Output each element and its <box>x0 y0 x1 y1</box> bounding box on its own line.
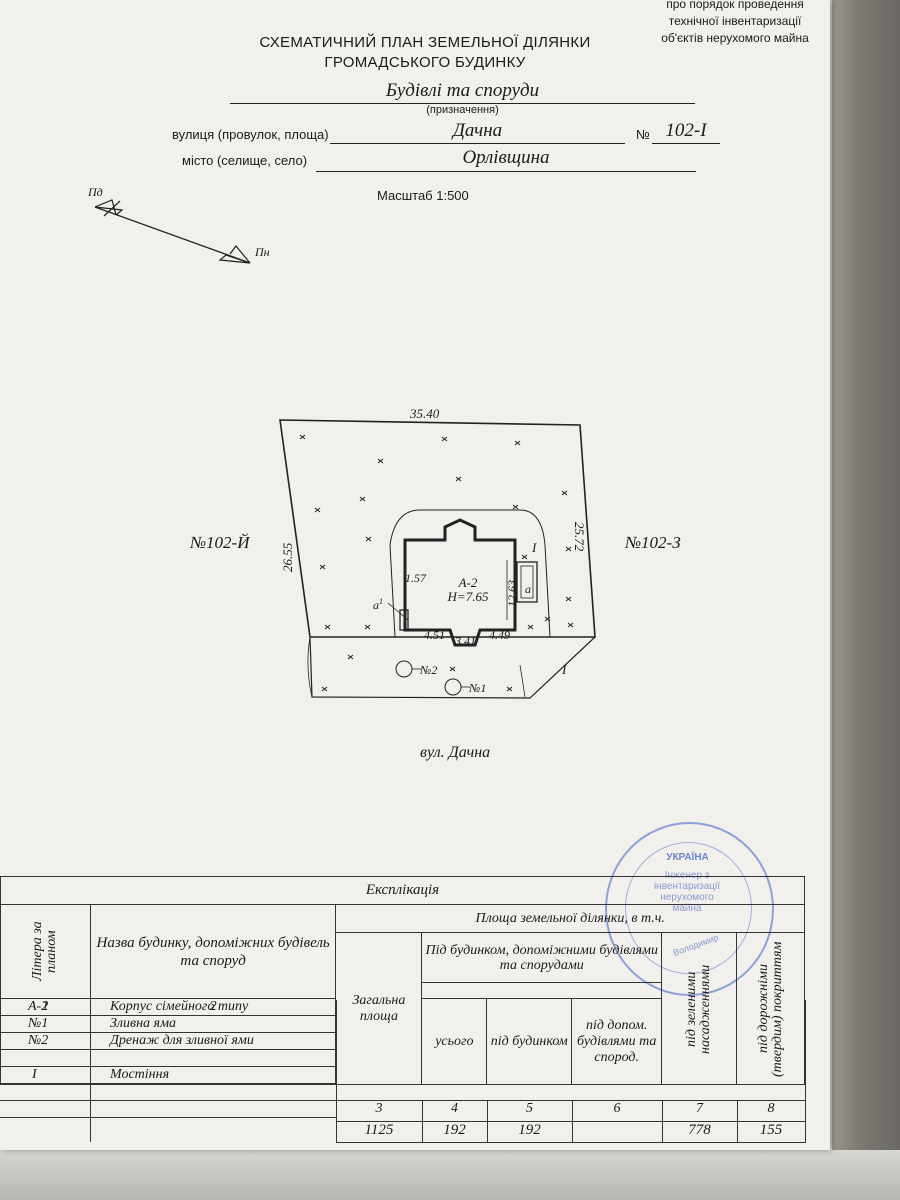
purpose-value: Будівлі та споруди <box>385 80 540 101</box>
street-caption: вул. Дачна <box>420 744 491 761</box>
right-neighbor: №102-З <box>625 533 681 552</box>
col-name-header: Назва будинку, допоміжних будівель та сп… <box>89 904 337 999</box>
col-road-header: під дорожніми (твердим) покриттям <box>736 932 805 1085</box>
document-page: про порядок проведення технічної інвента… <box>0 0 830 1150</box>
table-bottom-border <box>336 1142 806 1143</box>
table-row <box>0 1050 336 1067</box>
site-plan <box>279 419 596 699</box>
total-road: 155 <box>759 1122 783 1138</box>
background-bottom <box>0 1150 900 1200</box>
col-green-header: під зеленими насадженнями <box>661 932 738 1085</box>
dim-341: 3.41 <box>455 634 476 648</box>
col-num-5: 5 <box>526 1101 533 1116</box>
label-I-top: І <box>532 540 537 555</box>
compass-arrow-icon <box>94 199 251 264</box>
dim-top: 35.40 <box>410 406 440 421</box>
col-num-2: 2 <box>89 998 337 1085</box>
row-name: Зливна яма <box>110 1016 177 1031</box>
street-number: 102-І <box>665 120 707 141</box>
col-building-header: під будинком <box>486 998 573 1085</box>
dim-451: 4.51 <box>424 628 445 642</box>
col-num-4: 4 <box>451 1101 458 1116</box>
col-num-8: 8 <box>767 1101 775 1116</box>
col-num-1: 1 <box>0 998 91 1085</box>
dim-right: 25.72 <box>572 522 587 552</box>
regulation-note-line: об'єктів нерухомого майна <box>661 31 809 45</box>
table-row <box>0 1101 336 1118</box>
row-litera: №1 <box>28 1016 49 1031</box>
explication-table: Експлікація Літера за планом Назва будин… <box>0 876 805 1085</box>
col-all-header: усього <box>421 998 488 1085</box>
scale-label: Масштаб 1:500 <box>377 188 469 203</box>
row-divider <box>336 1000 337 1142</box>
stamp-text-line: Інженер з <box>664 870 710 881</box>
title-line-2: ГРОМАДСЬКОГО БУДИНКУ <box>324 54 526 71</box>
building-height: Н=7.65 <box>447 589 489 604</box>
col-num-7: 7 <box>696 1101 703 1116</box>
regulation-note-line: технічної інвентаризації <box>668 14 802 28</box>
label-a1: а1 <box>373 597 383 612</box>
street-value: Дачна <box>452 120 503 141</box>
row-litera: №2 <box>28 1033 49 1048</box>
area-header: Площа земельної ділянки, в т.ч. <box>335 904 805 933</box>
row-litera: А-2 <box>28 999 49 1014</box>
explication-rows: А-2 Корпус сімейного типу №1 Зливна яма … <box>0 999 336 1118</box>
compass-south: Пн <box>255 245 270 259</box>
table-row: І Мостіння <box>0 1067 336 1084</box>
table-row <box>0 1084 336 1101</box>
label-a: а <box>525 582 531 596</box>
street-underline <box>330 143 625 144</box>
city-value: Орлівщина <box>462 147 550 168</box>
row-divider <box>90 1000 91 1142</box>
pit-2-label: №2 <box>420 663 438 677</box>
total-green: 778 <box>688 1122 711 1138</box>
dim-157: 1.57 <box>405 571 426 585</box>
under-header: Під будинком, допоміжними будівлями та с… <box>421 932 663 983</box>
building-label: А-2 <box>458 575 478 590</box>
background-right <box>832 0 900 1200</box>
table-row: №1 Зливна яма <box>0 1016 336 1033</box>
city-label: місто (селище, село) <box>182 153 308 168</box>
pit-1-label: №1 <box>469 681 487 695</box>
table-row: А-2 Корпус сімейного типу <box>0 999 336 1016</box>
column-number-row <box>336 1100 806 1122</box>
col-num-3: 3 <box>375 1101 383 1116</box>
stamp-country: УКРАЇНА <box>666 852 709 863</box>
title-line-1: СХЕМАТИЧНИЙ ПЛАН ЗЕМЕЛЬНОЇ ДІЛЯНКИ <box>259 34 591 51</box>
table-row: №2 Дренаж для зливної ями <box>0 1033 336 1050</box>
row-name: Мостіння <box>110 1067 170 1082</box>
total-under-all: 192 <box>443 1122 466 1138</box>
total-area: 1125 <box>364 1122 394 1138</box>
explication-title: Експлікація <box>0 876 805 905</box>
page-title: СХЕМАТИЧНИЙ ПЛАН ЗЕМЕЛЬНОЇ ДІЛЯНКИ ГРОМА… <box>180 33 670 73</box>
left-neighbor: №102-Й <box>190 533 250 552</box>
number-label: № <box>636 127 650 142</box>
row-name: Дренаж для зливної ями <box>110 1033 254 1048</box>
regulation-note-line: про порядок проведення <box>666 0 804 11</box>
city-underline <box>316 171 696 172</box>
dim-449: 4.49 <box>489 628 510 642</box>
col-aux-header: під допом. будівлями та спород. <box>571 998 663 1085</box>
dim-1263: 12.63 <box>505 580 519 607</box>
total-under-building: 192 <box>518 1122 541 1138</box>
label-I-bottom: І <box>562 662 567 677</box>
row-name: Корпус сімейного типу <box>110 999 249 1014</box>
compass-north: Пд <box>88 185 103 199</box>
purpose-caption: (призначення) <box>426 104 499 116</box>
col-green-text: під зеленими насадженнями <box>684 963 714 1054</box>
col-litera-text: Літера за планом <box>30 921 60 982</box>
col-litera-header: Літера за планом <box>0 904 91 999</box>
col-num-6: 6 <box>613 1101 621 1116</box>
regulation-note: про порядок проведення технічної інвента… <box>640 0 830 47</box>
street-label: вулиця (провулок, площа) <box>172 127 329 142</box>
number-underline <box>652 143 720 144</box>
row-divider <box>805 1000 806 1142</box>
purpose-underline <box>230 103 695 104</box>
row-litera: І <box>32 1067 37 1082</box>
col-total-header: Загальна площа <box>335 932 423 1085</box>
dim-left: 26.55 <box>280 542 295 572</box>
col-road-text: під дорожніми (твердим) покриттям <box>755 940 785 1077</box>
